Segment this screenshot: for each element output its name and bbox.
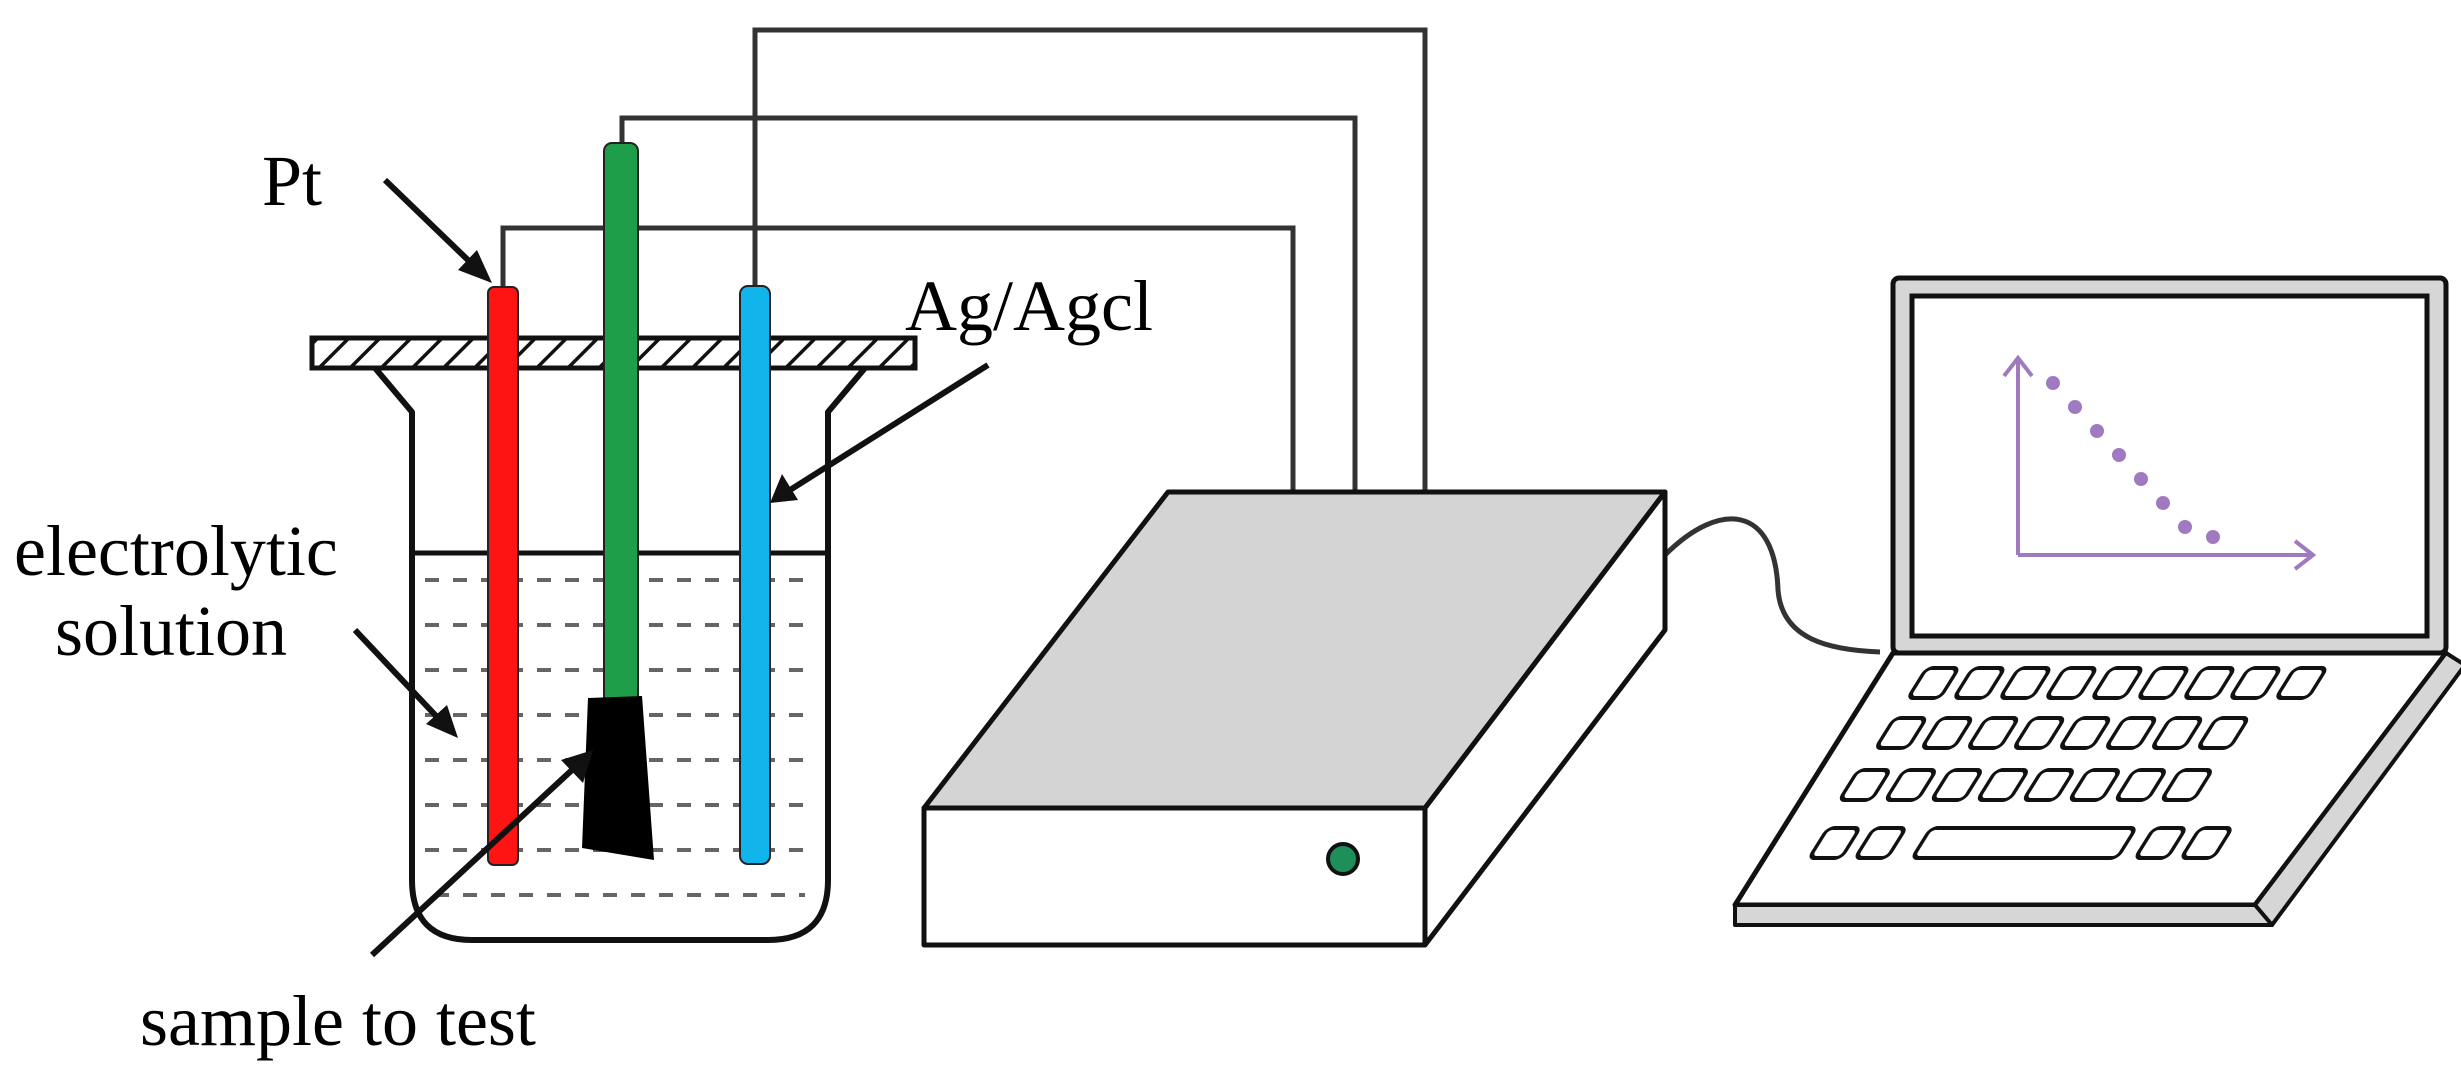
keyboard-key <box>2276 666 2327 700</box>
keyboard-key <box>2106 716 2157 750</box>
potentiostat-front <box>921 805 1428 948</box>
keyboard-key <box>2115 768 2166 802</box>
screen-plot <box>2002 354 2317 571</box>
keyboard-key <box>2161 768 2212 802</box>
potentiostat-icon <box>921 489 1668 948</box>
keyboard-key <box>2000 666 2051 700</box>
keyboard-key <box>2184 666 2235 700</box>
wire-counter-electrode <box>500 225 1296 492</box>
keyboard-key <box>2181 826 2232 860</box>
label-ag-agcl: Ag/Agcl <box>905 266 1153 346</box>
keyboard-key <box>2138 666 2189 700</box>
keyboard-key <box>1809 826 1860 860</box>
plot-points <box>2046 376 2220 544</box>
keyboard-key <box>1908 666 1959 700</box>
laptop-screen <box>1909 293 2430 639</box>
keyboard-key <box>2069 768 2120 802</box>
laptop-keyboard-keys <box>1809 666 2327 860</box>
laptop-base-front <box>1733 903 2274 927</box>
label-pt: Pt <box>262 141 322 221</box>
keyboard-spacebar <box>1912 826 2136 860</box>
power-led-icon <box>1326 842 1360 876</box>
keyboard-key <box>2198 716 2249 750</box>
arrow-electrolytic-solution-icon <box>352 627 458 738</box>
labels: Pt Ag/Agcl electrolytic solution sample … <box>14 141 1153 1061</box>
label-electrolytic-line2: solution <box>55 591 287 671</box>
electrodes <box>487 142 771 866</box>
keyboard-key <box>1839 768 1890 802</box>
plot-x-axis-arrow <box>2293 539 2317 571</box>
arrow-ag-agcl-icon <box>770 362 990 503</box>
keyboard-key <box>2230 666 2281 700</box>
keyboard-key <box>1876 716 1927 750</box>
keyboard-key <box>2135 826 2186 860</box>
keyboard-key <box>2046 666 2097 700</box>
keyboard-key <box>2023 768 2074 802</box>
arrow-sample-icon <box>369 750 593 958</box>
working-electrode <box>603 142 639 724</box>
keyboard-key <box>1931 768 1982 802</box>
keyboard-key <box>1968 716 2019 750</box>
keyboard-key <box>1954 666 2005 700</box>
keyboard-key <box>1977 768 2028 802</box>
sample-to-test <box>582 696 654 860</box>
cable-potentiostat-laptop <box>1663 516 1881 655</box>
plot-y-axis-arrow <box>2002 354 2034 378</box>
keyboard-key <box>2014 716 2065 750</box>
wire-working-electrode <box>619 115 1358 492</box>
label-sample-to-test: sample to test <box>140 981 536 1061</box>
counter-electrode-pt <box>487 286 519 866</box>
potentiostat-side <box>1422 489 1668 948</box>
wire-reference-electrode <box>752 27 1428 492</box>
pointer-arrows <box>352 177 990 958</box>
label-electrolytic-line1: electrolytic <box>14 511 338 591</box>
keyboard-key <box>1922 716 1973 750</box>
keyboard-key <box>1855 826 1906 860</box>
beaker-icon <box>372 366 868 943</box>
reference-electrode-ag-agcl <box>739 285 771 865</box>
keyboard-key <box>2152 716 2203 750</box>
keyboard-key <box>1885 768 1936 802</box>
keyboard-key <box>2060 716 2111 750</box>
keyboard-key <box>2092 666 2143 700</box>
connection-wires <box>500 27 1881 655</box>
laptop-icon <box>1732 275 2461 927</box>
arrow-pt-icon <box>382 177 492 283</box>
